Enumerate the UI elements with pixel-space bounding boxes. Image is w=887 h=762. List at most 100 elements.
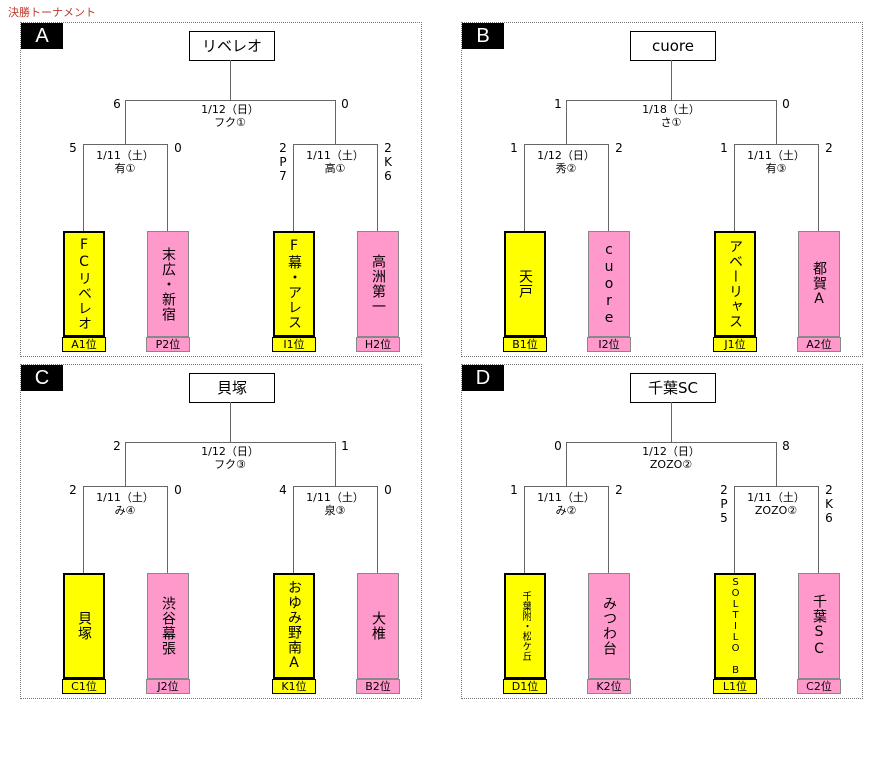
team-box[interactable]: 千葉附・松ケ丘 (504, 573, 546, 679)
team-name: 貝塚 (76, 611, 92, 641)
final-score-left: 2 (113, 439, 121, 453)
team-drop-line-4 (818, 486, 819, 574)
final-venue: フク③ (214, 458, 246, 471)
team-box[interactable]: 千葉SC (798, 573, 840, 679)
team-box[interactable]: cuore (588, 231, 630, 337)
final-right-drop (776, 100, 777, 144)
semi-score-left: 2 (69, 483, 77, 497)
semi-score-right: 0 (174, 483, 182, 497)
team-box[interactable]: SOLTILO B (714, 573, 756, 679)
team-drop-line-1 (524, 486, 525, 574)
block-letter: B (462, 23, 504, 49)
team-seed: I2位 (587, 337, 631, 352)
team-seed: D1位 (503, 679, 547, 694)
final-connector-line (230, 402, 231, 442)
team-box[interactable]: 大椎 (357, 573, 399, 679)
team-name: アベーリャス (727, 239, 743, 329)
final-bracket-line (566, 442, 777, 443)
team-name: 末広・新宿 (160, 246, 176, 322)
final-left-drop (125, 442, 126, 486)
team-drop-line-1 (83, 486, 84, 574)
team-drop-line-4 (377, 144, 378, 232)
team-box[interactable]: 都賀A (798, 231, 840, 337)
team-name: 天戸 (517, 269, 533, 299)
final-left-drop (566, 100, 567, 144)
team-drop-line-2 (167, 486, 168, 574)
team-box[interactable]: アベーリャス (714, 231, 756, 337)
team-drop-line-1 (524, 144, 525, 232)
team-seed: B2位 (356, 679, 400, 694)
team-drop-line-2 (167, 144, 168, 232)
final-date: 1/18（土） (642, 103, 700, 116)
team-box[interactable]: 末広・新宿 (147, 231, 189, 337)
team-name: 大椎 (370, 611, 386, 641)
champion-box: cuore (630, 31, 716, 61)
semi-right-bracket-line (734, 144, 819, 145)
team-drop-line-2 (608, 486, 609, 574)
team-name: cuore (601, 241, 617, 327)
block-letter: A (21, 23, 63, 49)
team-name: おゆみ野南A (286, 580, 302, 672)
team-box[interactable]: 渋谷幕張 (147, 573, 189, 679)
semi-venue: み② (555, 504, 577, 517)
team-name: 千葉附・松ケ丘 (520, 591, 531, 661)
team-box[interactable]: おゆみ野南A (273, 573, 315, 679)
team-box[interactable]: 天戸 (504, 231, 546, 337)
team-box[interactable]: みつわ台 (588, 573, 630, 679)
team-seed: P2位 (146, 337, 190, 352)
team-box[interactable]: 高洲第一 (357, 231, 399, 337)
semi-venue: み④ (114, 504, 136, 517)
semi-left-bracket-line (83, 486, 168, 487)
team-seed: A2位 (797, 337, 841, 352)
team-seed: K2位 (587, 679, 631, 694)
final-connector-line (230, 60, 231, 100)
final-venue: ZOZO② (649, 458, 693, 471)
semi-left-bracket-line (83, 144, 168, 145)
semi-left-bracket-line (524, 144, 609, 145)
team-seed: L1位 (713, 679, 757, 694)
final-left-drop (566, 442, 567, 486)
semi-score-right: 2 (615, 483, 623, 497)
final-score-right: 0 (341, 97, 349, 111)
team-seed: K1位 (272, 679, 316, 694)
semi-score-right: 2 (825, 141, 833, 155)
team-name: FCリベレオ (76, 237, 92, 331)
semi-venue: 泉③ (324, 504, 346, 517)
semi-venue: 高① (324, 162, 346, 175)
semi-score-left: 2P7 (279, 141, 287, 183)
team-drop-line-4 (818, 144, 819, 232)
semi-score-left: 4 (279, 483, 287, 497)
final-score-left: 6 (113, 97, 121, 111)
semi-score-right: 2K6 (384, 141, 392, 183)
team-seed: B1位 (503, 337, 547, 352)
semi-venue: 有③ (765, 162, 787, 175)
team-name: 渋谷幕張 (160, 596, 176, 656)
final-score-right: 0 (782, 97, 790, 111)
team-box[interactable]: F幕・アレス (273, 231, 315, 337)
semi-score-left: 2P5 (720, 483, 728, 525)
semi-score-left: 1 (720, 141, 728, 155)
team-drop-line-2 (608, 144, 609, 232)
team-seed: C2位 (797, 679, 841, 694)
final-date: 1/12（日） (642, 445, 700, 458)
final-bracket-line (566, 100, 777, 101)
champion-box: 貝塚 (189, 373, 275, 403)
semi-date: 1/11（土） (747, 149, 805, 162)
team-name: SOLTILO B (730, 576, 741, 676)
team-drop-line-1 (83, 144, 84, 232)
team-seed: H2位 (356, 337, 400, 352)
team-box[interactable]: 貝塚 (63, 573, 105, 679)
team-box[interactable]: FCリベレオ (63, 231, 105, 337)
final-bracket-line (125, 100, 336, 101)
semi-left-bracket-line (524, 486, 609, 487)
semi-score-left: 5 (69, 141, 77, 155)
team-drop-line-3 (293, 486, 294, 574)
semi-date: 1/12（日） (537, 149, 595, 162)
final-score-left: 1 (554, 97, 562, 111)
final-venue: さ① (660, 116, 682, 129)
semi-score-left: 1 (510, 483, 518, 497)
